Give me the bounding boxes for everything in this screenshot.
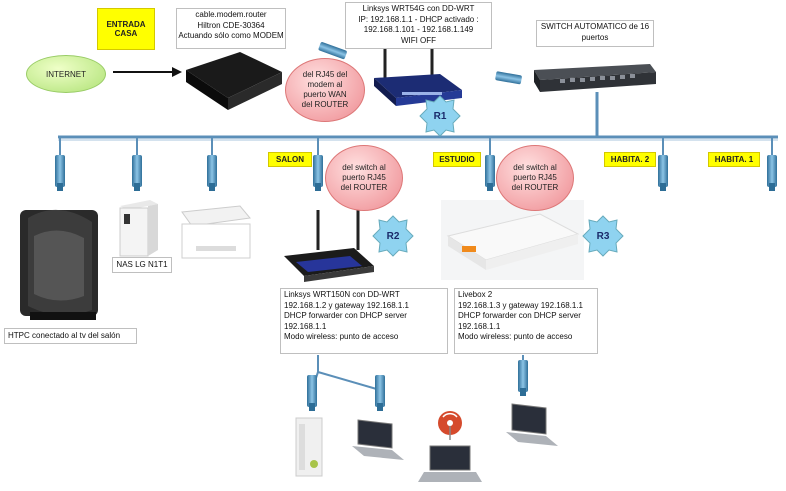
badge-r2: R2 bbox=[373, 216, 413, 256]
oval-estudio-note: del switch al puerto RJ45 del ROUTER bbox=[496, 145, 574, 211]
r3-line-2: 192.168.1.3 y gateway 192.168.1.1 bbox=[458, 300, 583, 310]
laptop-r2 bbox=[352, 419, 404, 460]
oval-wan-line-2: modem al bbox=[307, 80, 343, 89]
r3-line-4: 192.168.1.1 bbox=[458, 321, 501, 331]
r1-line-2: IP: 192.168.1.1 - DHCP activado : bbox=[358, 14, 479, 24]
switch-device bbox=[534, 64, 656, 92]
oval-wan-note: del RJ45 del modem al puerto WAN del ROU… bbox=[285, 58, 365, 122]
modem-line-3: Actuando sólo como MODEM bbox=[178, 31, 284, 40]
modem-info-box: cable.modem.router Hiltron CDE-30364 Act… bbox=[176, 8, 286, 49]
r1-line-3: 192.168.1.101 - 192.168.1.149 bbox=[363, 25, 474, 34]
laptop-r3 bbox=[506, 403, 558, 446]
r2-line-1: Linksys WRT150N con DD-WRT bbox=[284, 290, 400, 299]
internet-node: INTERNET bbox=[26, 55, 106, 93]
bus-drops bbox=[59, 137, 773, 155]
oval-wan-line-1: del RJ45 del bbox=[302, 70, 348, 79]
room-estudio: ESTUDIO bbox=[433, 152, 481, 167]
badge-r1-text: R1 bbox=[433, 110, 447, 122]
badge-shapes bbox=[372, 95, 624, 257]
r2-line-2: 192.168.1.2 y gateway 192.168.1.1 bbox=[284, 300, 409, 310]
livebox-r3-info-box: Livebox 2 192.168.1.3 y gateway 192.168.… bbox=[454, 288, 598, 354]
room-salon: SALON bbox=[268, 152, 312, 167]
oval-estudio-line-3: del ROUTER bbox=[511, 183, 559, 192]
oval-wan-line-4: del ROUTER bbox=[301, 100, 349, 109]
switch-line-1: SWITCH AUTOMATICO de 16 bbox=[540, 22, 650, 31]
htpc-caption: HTPC conectado al tv del salón bbox=[4, 328, 137, 344]
badge-r3: R3 bbox=[583, 216, 623, 256]
badge-r2-text: R2 bbox=[386, 230, 400, 242]
room-estudio-text: ESTUDIO bbox=[439, 155, 475, 164]
oval-salon-note: del switch al puerto RJ45 del ROUTER bbox=[325, 145, 403, 211]
laptop-wireless bbox=[418, 445, 482, 482]
livebox-device bbox=[441, 200, 584, 280]
oval-salon-line-2: puerto RJ45 bbox=[342, 173, 386, 182]
oval-estudio-line-1: del switch al bbox=[513, 163, 557, 172]
r3-line-3: DHCP forwarder con DHCP server bbox=[458, 311, 581, 320]
router-r1-info-box: Linksys WRT54G con DD-WRT IP: 192.168.1.… bbox=[345, 2, 492, 49]
modem-device bbox=[186, 52, 282, 110]
room-habita1: HABITA. 1 bbox=[708, 152, 760, 167]
r2-line-5: Modo wireless: punto de acceso bbox=[284, 332, 399, 341]
nas-device bbox=[119, 200, 158, 257]
r3-line-1: Livebox 2 bbox=[458, 290, 493, 299]
oval-wan-line-3: puerto WAN bbox=[303, 90, 347, 99]
rj45-connectors bbox=[55, 42, 777, 411]
entrada-casa-label: ENTRADA CASA bbox=[97, 8, 155, 50]
htpc-device bbox=[20, 209, 98, 320]
oval-estudio-line-2: puerto RJ45 bbox=[513, 173, 557, 182]
printer-device bbox=[181, 205, 251, 259]
switch-line-2: puertos bbox=[581, 32, 609, 42]
room-habita1-text: HABITA. 1 bbox=[714, 155, 754, 164]
oval-salon-line-3: del ROUTER bbox=[340, 183, 388, 192]
r1-line-1: Linksys WRT54G con DD-WRT bbox=[362, 4, 475, 13]
htpc-caption-text: HTPC conectado al tv del salón bbox=[8, 331, 121, 340]
room-habita2-text: HABITA. 2 bbox=[610, 155, 650, 164]
wireless-icon bbox=[438, 411, 462, 440]
badge-r1: R1 bbox=[420, 96, 460, 136]
room-habita2: HABITA. 2 bbox=[604, 152, 656, 167]
router-r1-device bbox=[374, 48, 462, 106]
r1-line-4: WIFI OFF bbox=[400, 35, 437, 45]
internet-text: INTERNET bbox=[46, 69, 86, 79]
room-salon-text: SALON bbox=[276, 155, 304, 164]
switch-info-box: SWITCH AUTOMATICO de 16 puertos bbox=[536, 20, 654, 47]
oval-salon-line-1: del switch al bbox=[342, 163, 386, 172]
r2-line-3: DHCP forwarder con DHCP server bbox=[284, 311, 407, 320]
entrada-casa-text: ENTRADA CASA bbox=[106, 20, 146, 38]
router-r2-device bbox=[284, 210, 374, 282]
badge-r3-text: R3 bbox=[596, 230, 610, 242]
router-r2-info-box: Linksys WRT150N con DD-WRT 192.168.1.2 y… bbox=[280, 288, 448, 354]
xbox-device bbox=[295, 417, 323, 477]
nas-caption: NAS LG N1T1 bbox=[112, 257, 172, 273]
modem-line-1: cable.modem.router bbox=[195, 10, 267, 19]
r2-line-4: 192.168.1.1 bbox=[284, 321, 327, 331]
nas-caption-text: NAS LG N1T1 bbox=[116, 260, 168, 269]
modem-line-2: Hiltron CDE-30364 bbox=[197, 20, 265, 30]
r3-line-5: Modo wireless: punto de acceso bbox=[458, 332, 573, 341]
